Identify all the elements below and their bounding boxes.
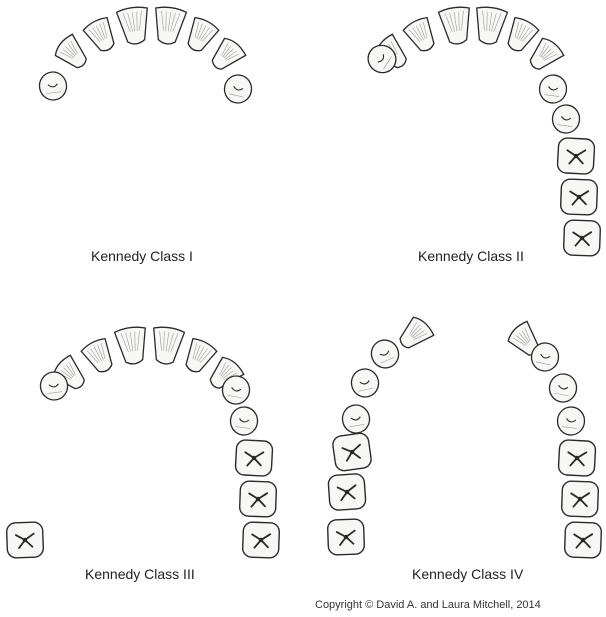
molar-tooth — [557, 138, 595, 175]
label-kennedy-class-1: Kennedy Class I — [91, 248, 193, 264]
incisor-tooth — [114, 326, 150, 366]
premolar-tooth — [222, 73, 253, 105]
canine-tooth — [394, 314, 435, 355]
molar-tooth — [328, 473, 366, 510]
premolar-tooth — [367, 336, 403, 373]
label-kennedy-class-3: Kennedy Class III — [85, 566, 195, 582]
incisor-tooth — [438, 6, 474, 46]
arch-kennedy-class-1 — [37, 6, 253, 106]
premolar-tooth — [551, 104, 580, 134]
incisor-tooth — [501, 15, 540, 55]
canine-tooth — [52, 33, 93, 74]
molar-tooth — [239, 481, 276, 517]
molar-tooth — [563, 220, 600, 256]
premolar-tooth — [548, 372, 579, 403]
molar-tooth — [564, 522, 601, 558]
molar-tooth — [560, 179, 597, 215]
incisor-tooth — [82, 15, 121, 55]
incisor-tooth — [472, 6, 508, 46]
label-kennedy-class-2: Kennedy Class II — [418, 248, 524, 264]
incisor-tooth — [116, 6, 152, 46]
molar-tooth — [6, 522, 43, 558]
label-kennedy-class-4: Kennedy Class IV — [412, 566, 523, 582]
incisor-tooth — [181, 15, 220, 55]
incisor-tooth — [149, 326, 185, 366]
copyright-notice: Copyright © David A. and Laura Mitchell,… — [315, 599, 541, 611]
incisor-tooth — [402, 15, 441, 55]
incisor-tooth — [80, 336, 119, 376]
incisor-tooth — [151, 6, 187, 46]
premolar-tooth — [556, 406, 585, 436]
molar-tooth — [327, 519, 364, 555]
premolar-tooth — [229, 406, 258, 436]
molar-tooth — [558, 440, 596, 477]
incisor-tooth — [179, 336, 218, 376]
canine-tooth — [206, 35, 247, 76]
arch-kennedy-class-4 — [327, 314, 601, 558]
premolar-tooth — [538, 74, 567, 104]
molar-tooth — [561, 481, 598, 517]
molar-tooth — [235, 440, 273, 477]
arch-kennedy-class-3 — [6, 326, 279, 559]
arch-kennedy-class-2 — [363, 6, 600, 257]
premolar-tooth — [348, 366, 381, 400]
premolar-tooth — [37, 70, 68, 102]
premolar-tooth — [340, 402, 372, 435]
molar-tooth — [332, 432, 373, 472]
molar-tooth — [242, 522, 279, 558]
